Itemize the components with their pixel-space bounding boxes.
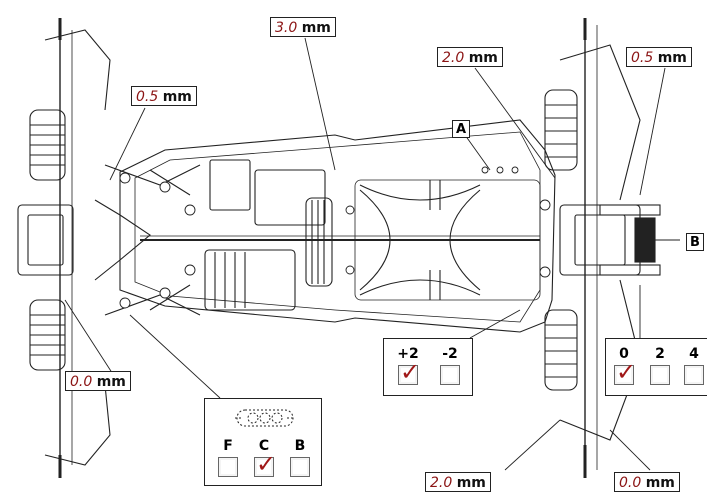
link-pill-icon xyxy=(235,409,295,427)
callout-unit: mm xyxy=(96,374,126,390)
check-mark-icon: ✓ xyxy=(256,450,277,478)
callout-unit: mm xyxy=(456,475,486,491)
callout-unit: mm xyxy=(162,89,192,105)
option-checkbox[interactable] xyxy=(218,457,238,477)
leader-lines xyxy=(64,37,680,471)
chassis-plate xyxy=(119,119,556,333)
option-checkbox[interactable]: ✓ xyxy=(254,452,276,477)
option-label: B xyxy=(294,438,306,454)
camber-callout-front-bottom: 0.0 mm xyxy=(65,371,131,391)
screws xyxy=(119,166,551,309)
toe-option-plus2: +2 ✓ xyxy=(394,345,422,385)
callout-value: 0.5 xyxy=(136,89,159,105)
callout-value: 0.0 xyxy=(70,374,93,390)
option-label: F xyxy=(223,438,233,454)
position-panel: F C ✓ B xyxy=(204,398,322,486)
marker-a: A xyxy=(452,120,470,138)
front-shock-bottom xyxy=(29,299,66,371)
battery-tray xyxy=(359,184,481,296)
callout-value: 0.0 xyxy=(619,475,642,491)
spacer-panel: 0 ✓ 2 4 xyxy=(605,338,707,396)
callout-unit: mm xyxy=(468,50,498,66)
rear-shock-bottom xyxy=(544,309,578,391)
option-label: +2 xyxy=(397,346,419,362)
option-label: -2 xyxy=(442,346,458,362)
front-shock-top xyxy=(29,109,66,181)
callout-value: 2.0 xyxy=(442,50,465,66)
callout-value: 2.0 xyxy=(430,475,453,491)
spacer-option-2: 2 xyxy=(646,345,674,385)
check-mark-icon: ✓ xyxy=(616,358,637,386)
option-checkbox[interactable]: ✓ xyxy=(398,360,420,385)
option-label: C xyxy=(258,438,270,454)
rear-shock-top xyxy=(544,89,578,171)
callout-unit: mm xyxy=(301,20,331,36)
spacer-option-4: 4 xyxy=(680,345,707,385)
camber-callout-rear-top: 2.0 mm xyxy=(437,47,503,67)
option-checkbox[interactable] xyxy=(440,365,460,385)
camber-callout-front-top: 0.5 mm xyxy=(131,86,197,106)
spacer-callout-rear-top: 0.5 mm xyxy=(626,47,692,67)
option-label: 4 xyxy=(689,346,699,362)
callout-value: 3.0 xyxy=(275,20,298,36)
callout-unit: mm xyxy=(645,475,675,491)
position-option-f: F xyxy=(214,437,242,477)
marker-b: B xyxy=(686,233,704,251)
callout-value: 0.5 xyxy=(631,50,654,66)
camber-callout-rear-bottom: 2.0 mm xyxy=(425,472,491,492)
option-label: 2 xyxy=(655,346,665,362)
toe-option-minus2: -2 xyxy=(436,345,464,385)
option-label: 0 xyxy=(619,346,629,362)
check-mark-icon: ✓ xyxy=(400,358,421,386)
option-checkbox[interactable] xyxy=(290,457,310,477)
position-option-b: B xyxy=(286,437,314,477)
front-gearbox xyxy=(17,204,74,276)
toe-panel: +2 ✓ -2 xyxy=(383,338,473,396)
spacer-option-0: 0 ✓ xyxy=(610,345,638,385)
spacer-callout-rear-bottom: 0.0 mm xyxy=(614,472,680,492)
option-checkbox[interactable] xyxy=(650,365,670,385)
option-checkbox[interactable] xyxy=(684,365,704,385)
spur-gear xyxy=(305,197,333,287)
option-checkbox[interactable]: ✓ xyxy=(614,360,636,385)
front-bulkhead xyxy=(94,199,151,281)
callout-unit: mm xyxy=(657,50,687,66)
gear-callout-top: 3.0 mm xyxy=(270,17,336,37)
motor xyxy=(204,249,296,311)
position-option-c: C ✓ xyxy=(250,437,278,477)
